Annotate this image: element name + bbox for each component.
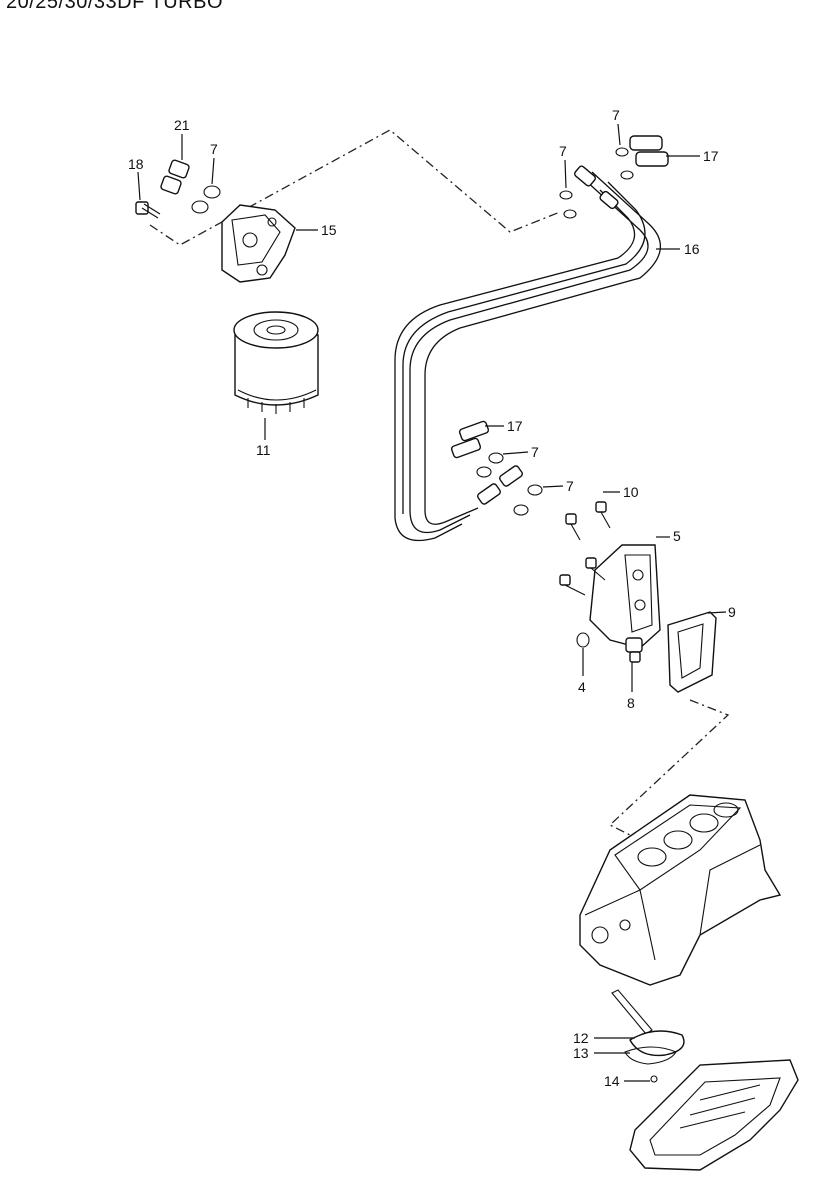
callout-4: 4	[578, 679, 586, 695]
callout-7-filter-head: 7	[210, 141, 218, 157]
callout-7-mid-lower: 7	[566, 478, 574, 494]
gasket-13-part	[624, 1046, 677, 1065]
callout-5: 5	[673, 528, 681, 544]
callout-9: 9	[728, 604, 736, 620]
page-title: 20/25/30/33DF TURBO	[6, 0, 224, 13]
callout-7-hose-top-left: 7	[559, 143, 567, 159]
fitting-17-mid-part	[450, 420, 490, 459]
o-ring-7-top-part	[559, 147, 634, 219]
fitting-17-top-part	[629, 135, 669, 167]
leader-lines	[137, 123, 727, 1082]
callout-17-top: 17	[703, 148, 719, 164]
fitting-21-part	[160, 159, 190, 195]
callout-11: 11	[256, 442, 271, 458]
gasket-9-part	[667, 611, 717, 693]
callout-13: 13	[573, 1045, 589, 1061]
callout-14: 14	[604, 1073, 620, 1089]
callout-16: 16	[684, 241, 700, 257]
plug-8-part	[625, 637, 643, 663]
filter-head-15-part	[221, 204, 296, 283]
o-ring-7-mid-part	[476, 452, 543, 516]
callout-15: 15	[321, 222, 337, 238]
callout-10: 10	[623, 484, 639, 500]
oil-hose-16-part	[394, 165, 662, 542]
callout-12: 12	[573, 1030, 589, 1046]
callout-8: 8	[627, 695, 635, 711]
guide-line-block	[608, 699, 730, 841]
callout-7-mid-upper: 7	[531, 444, 539, 460]
callout-17-mid: 17	[507, 418, 523, 434]
callout-18: 18	[128, 156, 144, 172]
bolt-14-part	[650, 1075, 658, 1083]
bolt-18-part	[135, 201, 161, 219]
oil-cooler-housing-5-part	[559, 544, 661, 649]
callout-21: 21	[174, 117, 190, 133]
o-ring-4-part	[576, 632, 590, 648]
callout-7-hose-top-right: 7	[612, 107, 620, 123]
oil-pan-part	[629, 1059, 799, 1171]
oil-filter-11-part	[233, 311, 319, 414]
guide-line-filter-head	[149, 129, 561, 246]
bolt-10-part	[565, 501, 611, 541]
o-ring-7-part	[191, 185, 221, 214]
engine-block-part	[579, 794, 782, 986]
oil-strainer-12-part	[611, 989, 685, 1057]
